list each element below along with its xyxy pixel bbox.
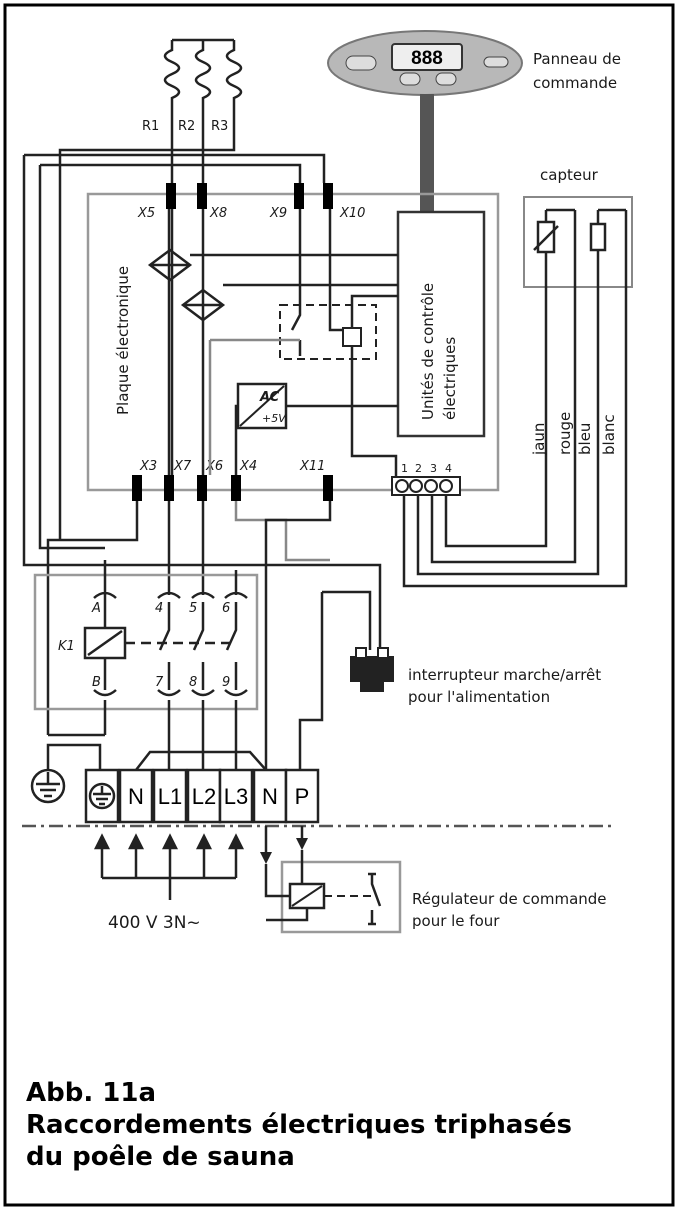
connector-x7: X7	[173, 459, 192, 474]
supply-label: 400 V 3N~	[108, 913, 201, 933]
resistor-label-r2: R2	[178, 119, 195, 134]
resistor-label-r1: R1	[142, 119, 159, 134]
sensor-terminal-block	[391, 476, 461, 496]
regulator-label-2: pour le four	[412, 912, 500, 930]
control-unit-label-2: électriques	[441, 337, 459, 420]
sensor-pin-3: 3	[430, 462, 437, 475]
k1-pin-5: 5	[189, 601, 197, 616]
terminal-l1: L1	[158, 784, 182, 809]
caption-line-1: Abb. 11a	[26, 1078, 156, 1108]
sensor-pin-1: 1	[401, 462, 408, 475]
wire-color-blanc: blanc	[600, 414, 618, 455]
connector-x4: X4	[239, 459, 257, 474]
supply-arrows	[93, 833, 245, 900]
connector-x5: X5	[137, 206, 155, 221]
terminal-l3: L3	[224, 784, 248, 809]
caption-line-3: du poêle de sauna	[26, 1142, 295, 1172]
terminal-n1: N	[128, 784, 144, 809]
electronic-board	[86, 192, 500, 492]
sensor-elements	[533, 208, 628, 268]
contactor-internals	[83, 560, 248, 770]
wire-color-jaun: jaun	[530, 423, 548, 456]
connector-x9: X9	[269, 206, 287, 221]
k1-pin-9: 9	[222, 675, 230, 690]
bottom-connectors	[132, 475, 333, 501]
board-label: Plaque électronique	[114, 266, 132, 415]
k1-pin-a: A	[91, 601, 101, 616]
k1-pin-4: 4	[155, 601, 163, 616]
switch-label-2: pour l'alimentation	[408, 688, 550, 706]
k1-pin-8: 8	[189, 675, 197, 690]
sensor-pin-2: 2	[415, 462, 422, 475]
control-unit	[396, 210, 486, 438]
wire-color-rouge: rouge	[556, 412, 574, 455]
converter-ac: AC	[259, 390, 280, 405]
terminal-l2: L2	[192, 784, 216, 809]
sensor-label: capteur	[540, 166, 599, 184]
panel-label-2: commande	[533, 74, 617, 92]
terminal-n2: N	[262, 784, 278, 809]
connector-x10: X10	[339, 206, 365, 221]
ground-terminal-icon	[84, 768, 120, 824]
k1-pin-b: B	[92, 675, 101, 690]
page-border	[3, 3, 675, 1207]
converter-5v: +5V	[262, 412, 287, 425]
k1-pin-6: 6	[222, 601, 230, 616]
ground-icon	[30, 768, 66, 804]
k1-pin-7: 7	[155, 675, 164, 690]
connector-x11: X11	[299, 459, 325, 474]
sensor-wires	[402, 268, 628, 588]
switch-label-1: interrupteur marche/arrêt	[408, 666, 601, 684]
top-connectors	[166, 183, 333, 209]
control-unit-label-1: Unités de contrôle	[419, 283, 437, 420]
resistor-label-r3: R3	[211, 119, 228, 134]
terminal-p: P	[295, 784, 310, 809]
resistors	[163, 38, 243, 112]
k1-label: K1	[58, 639, 75, 654]
connector-x8: X8	[209, 206, 227, 221]
regulator	[260, 826, 402, 934]
control-panel: 888	[327, 30, 523, 214]
panel-display: 888	[411, 48, 443, 69]
terminal-strip	[118, 768, 320, 824]
wire-color-bleu: bleu	[576, 423, 594, 455]
sensor-box	[523, 196, 633, 288]
main-wiring	[22, 112, 398, 790]
connector-x6: X6	[205, 459, 223, 474]
regulator-label-1: Régulateur de commande	[412, 890, 607, 908]
contactor-k1	[33, 573, 259, 711]
sensor-pin-4: 4	[445, 462, 452, 475]
connector-x3: X3	[139, 459, 157, 474]
caption-line-2: Raccordements électriques triphasés	[26, 1110, 572, 1140]
on-off-switch	[350, 647, 394, 692]
panel-label-1: Panneau de	[533, 50, 621, 68]
figure-caption: Abb. 11a Raccordements électriques triph…	[26, 1077, 572, 1173]
